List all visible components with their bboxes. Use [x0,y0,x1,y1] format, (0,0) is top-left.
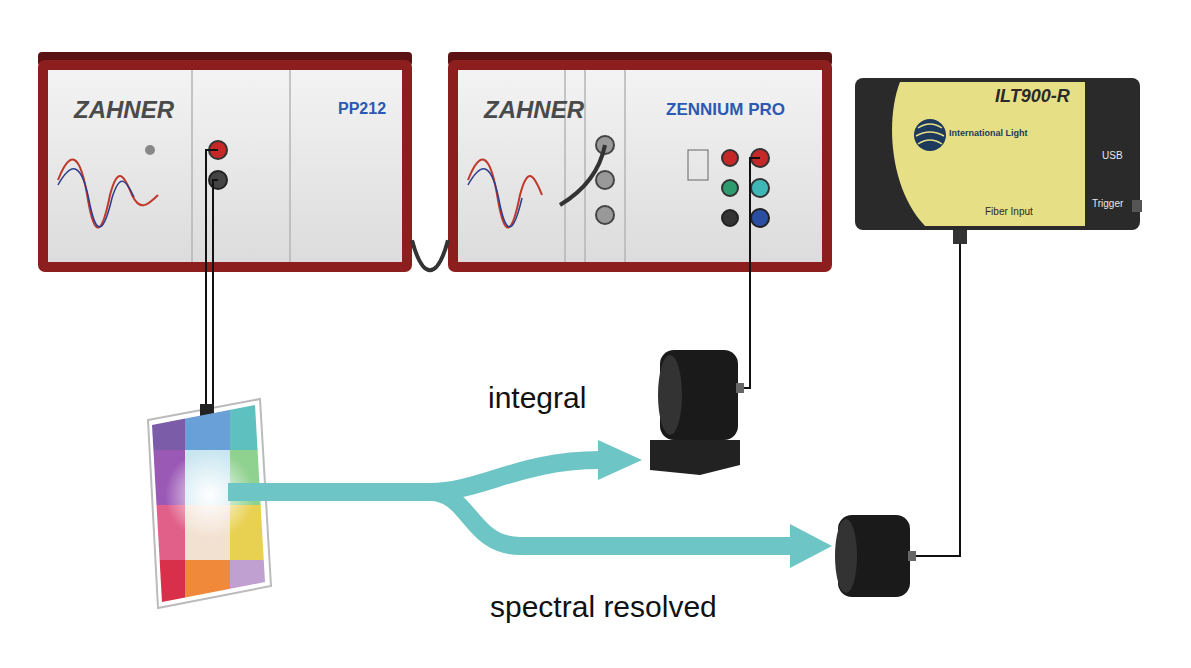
path-label: integral [488,380,586,416]
port-label: Fiber Input [985,206,1033,218]
path-label: spectral resolved [490,589,717,625]
brand-logo: ZAHNER [74,96,174,124]
brand-logo: ZAHNER [484,96,584,124]
pp212-potentiostat: ZAHNER PP212 [38,60,412,272]
model-name: ZENNIUM PRO [666,100,785,120]
light-beam [228,440,832,568]
ilt900-spectroradiometer: ILT900-R International LightUSB Fiber Inpu… [855,78,1140,230]
display-panel [140,395,275,615]
spectral-sensor [835,515,916,597]
zennium-workstation: ZAHNER ZENNIUM PRO [448,60,832,272]
ilt900-housing [855,78,1142,230]
model-name: ILT900-R [995,86,1070,107]
model-name: PP212 [338,100,386,118]
zennium-housing [448,52,832,272]
connection-cable [412,240,448,270]
photo-detector [650,350,744,475]
port-label: USB [1102,150,1123,162]
port-label: Trigger [1092,198,1123,210]
pp212-housing [38,52,412,272]
brand-name: International Light [949,128,1028,138]
